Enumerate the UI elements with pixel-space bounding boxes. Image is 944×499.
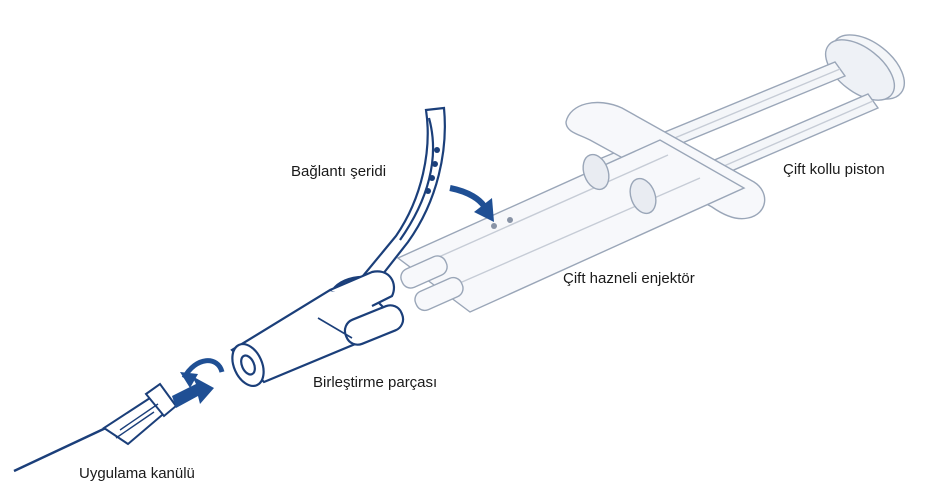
joining-piece — [230, 270, 405, 387]
plunger-head-upper — [582, 153, 610, 191]
syringe-nozzle-upper — [400, 255, 448, 289]
plunger-thumb-plate-rim — [824, 39, 896, 101]
syringe-nozzle-lower — [414, 276, 464, 312]
cannula-needle — [13, 424, 111, 473]
connection-strip-band — [356, 106, 446, 290]
assembly-arrows — [172, 185, 494, 408]
label-connection-strip: Bağlantı şeridi — [291, 163, 387, 180]
joining-piece-branch-upper — [329, 270, 396, 307]
arrow-strip-to-syringe — [449, 185, 487, 208]
label-application-cannula: Uygulama kanülü — [79, 465, 195, 482]
application-cannula — [13, 382, 178, 473]
joining-piece-branch-lower — [343, 304, 405, 346]
label-dual-chamber-syringe: Çift hazneli enjektör — [563, 270, 695, 287]
label-double-plunger: Çift kollu piston — [783, 161, 885, 178]
label-joining-piece: Birleştirme parçası — [313, 374, 438, 391]
plunger-head-lower — [629, 177, 657, 215]
arrow-cannula-to-joint — [172, 376, 214, 408]
dual-chamber-syringe — [396, 101, 766, 313]
